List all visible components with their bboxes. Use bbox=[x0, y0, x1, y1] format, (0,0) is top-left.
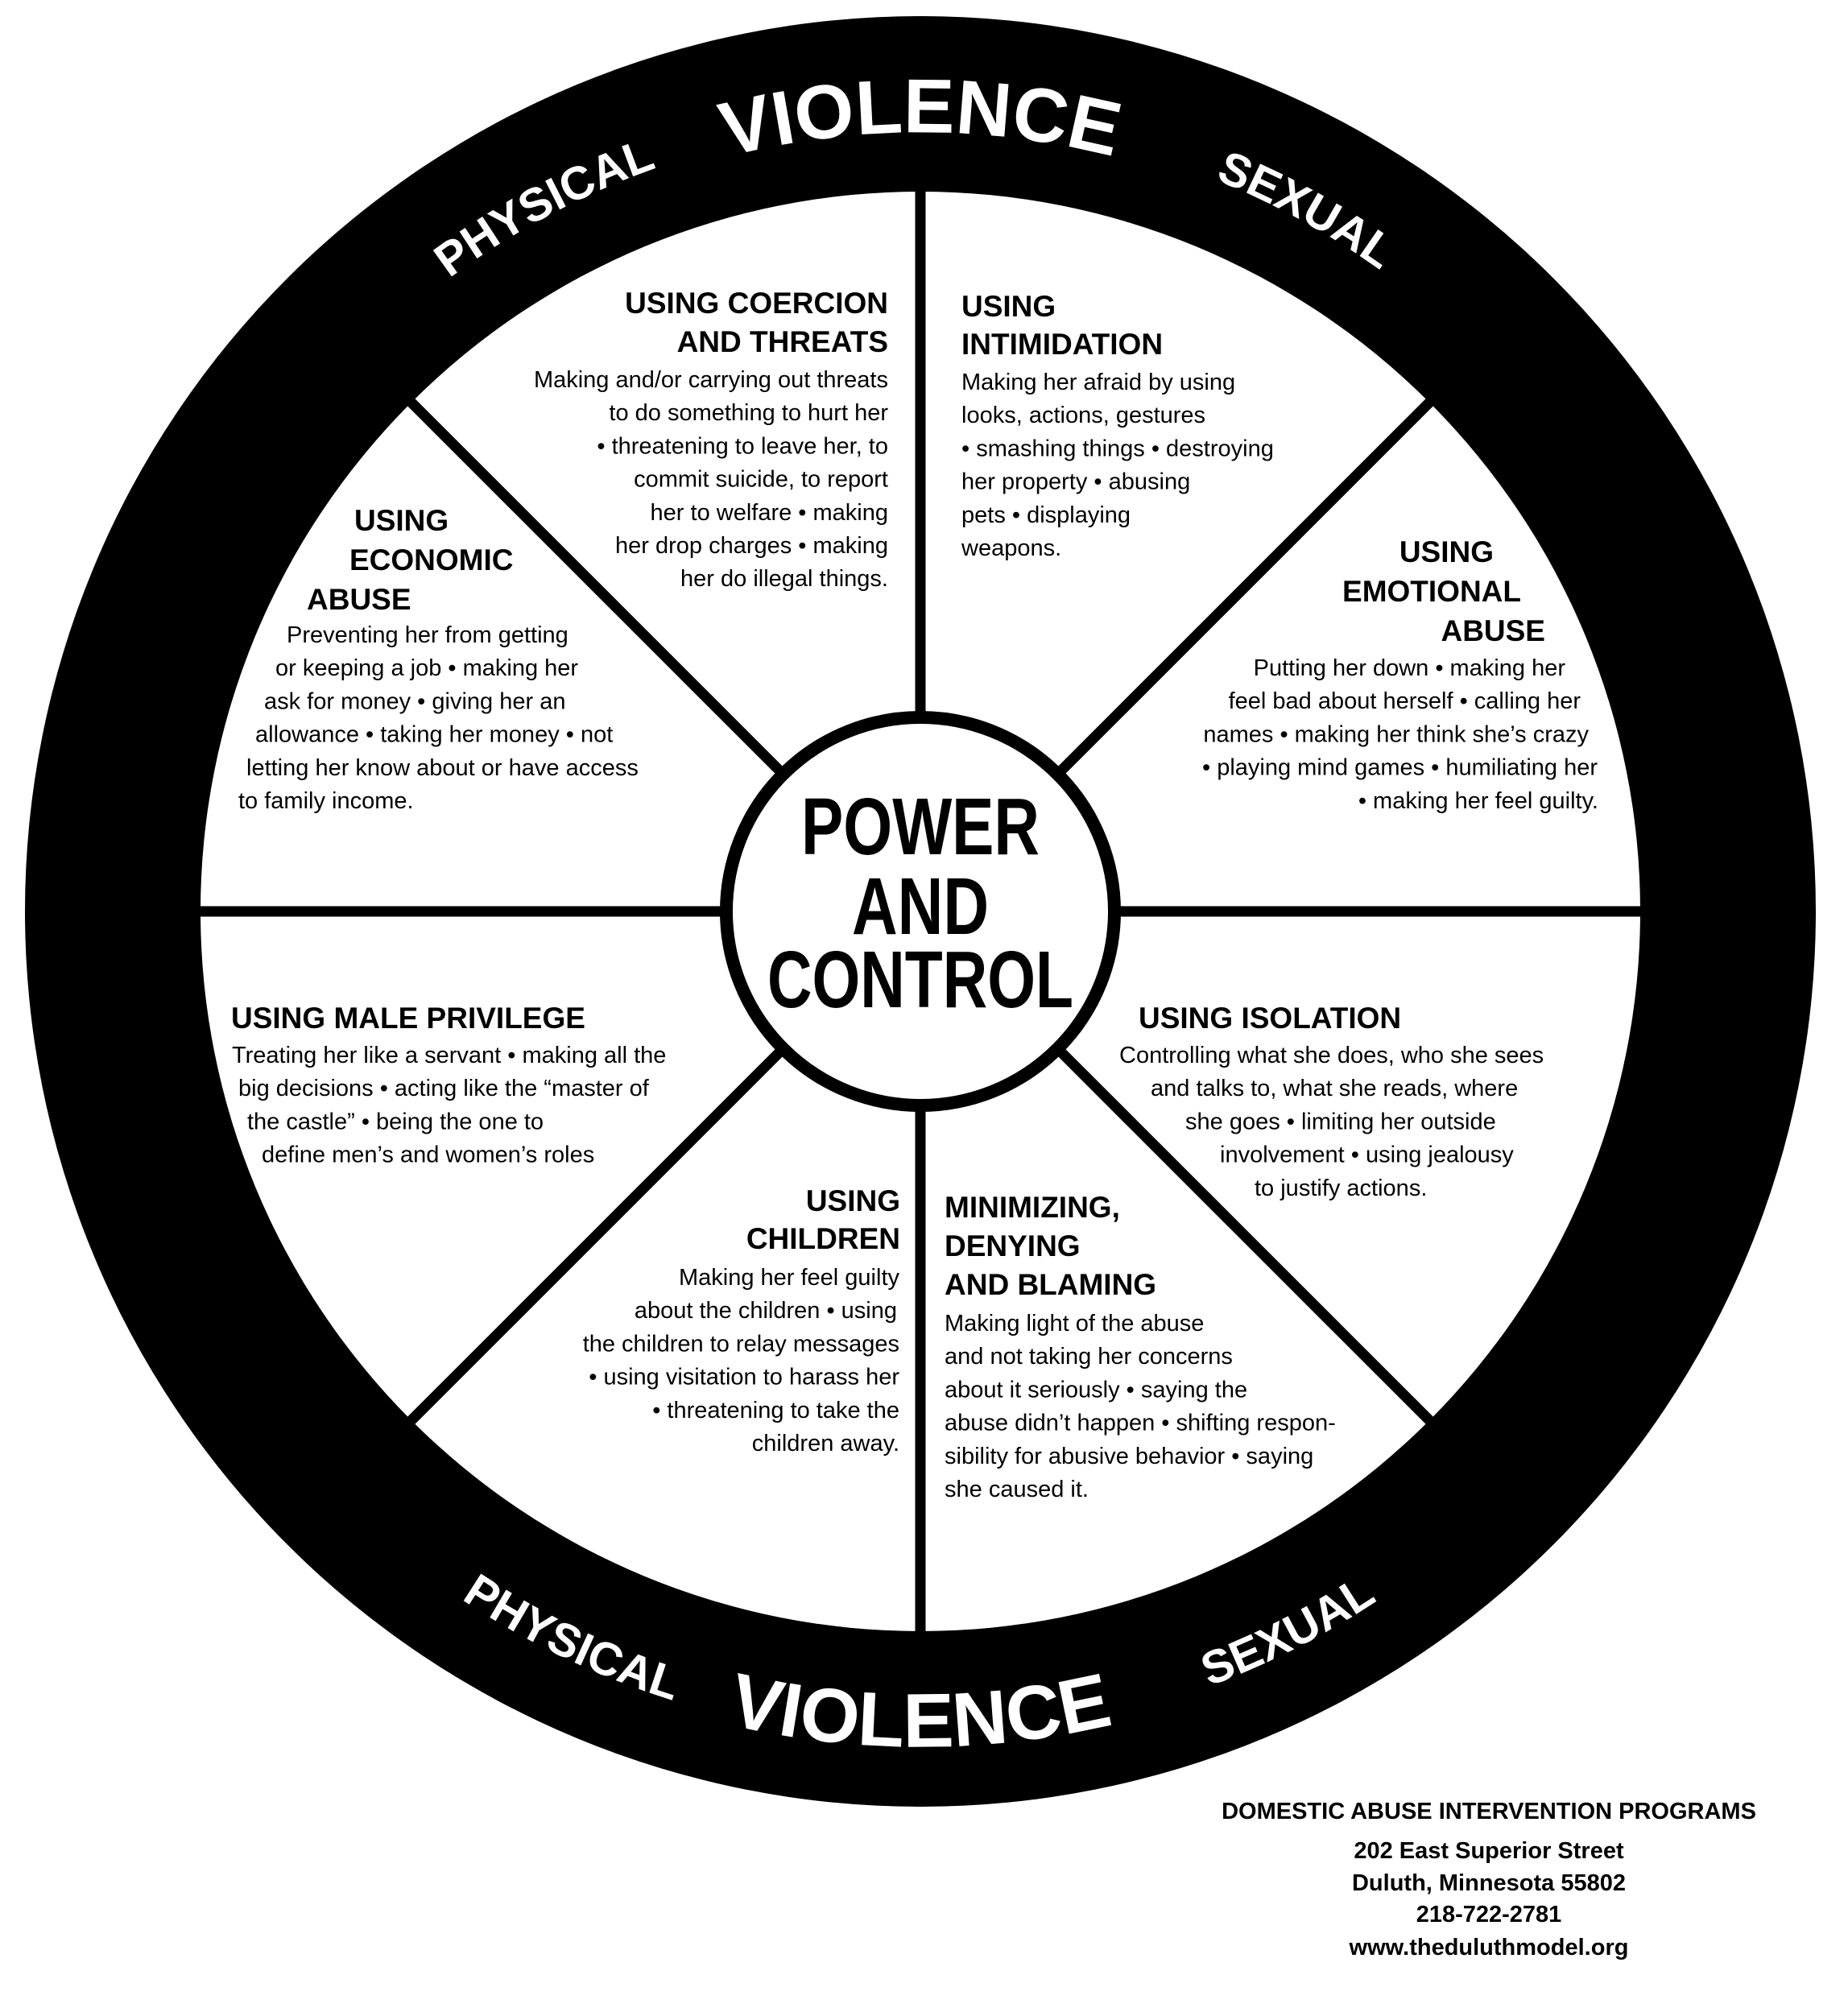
section-body-line: her property • abusing bbox=[961, 469, 1190, 495]
section-heading: USING COERCION bbox=[625, 287, 888, 320]
spoke bbox=[404, 1044, 788, 1427]
section-heading: ABUSE bbox=[307, 583, 411, 616]
section-body-line: allowance • taking her money • not bbox=[255, 722, 613, 748]
section-body-line: sibility for abusive behavior • saying bbox=[945, 1444, 1313, 1469]
section-body-line: Making light of the abuse bbox=[945, 1311, 1204, 1337]
hub-line-power: POWER bbox=[801, 782, 1040, 872]
section-body-line: and not taking her concerns bbox=[945, 1344, 1233, 1370]
hub-line-and: AND bbox=[852, 861, 989, 952]
section-body-line: • playing mind games • humiliating her bbox=[1202, 755, 1598, 781]
section-body-line: about the children • using bbox=[635, 1298, 897, 1324]
section-body-line: abuse didn’t happen • shifting respon- bbox=[945, 1411, 1336, 1436]
hub-line-control: CONTROL bbox=[767, 935, 1073, 1025]
section-heading: USING bbox=[961, 290, 1056, 323]
section-heading: AND THREATS bbox=[677, 325, 888, 358]
section-body-line: or keeping a job • making her bbox=[275, 655, 578, 681]
section-heading: CHILDREN bbox=[746, 1222, 900, 1255]
section-heading: USING bbox=[806, 1184, 900, 1217]
section-heading: USING MALE PRIVILEGE bbox=[231, 1002, 585, 1035]
section-economic-abuse: USING ECONOMIC ABUSE Preventing her from ge… bbox=[238, 504, 639, 814]
section-body-line: Treating her like a servant • making all… bbox=[232, 1043, 666, 1068]
section-body-line: Making her feel guilty bbox=[679, 1265, 900, 1291]
spoke bbox=[1053, 395, 1437, 779]
section-emotional-abuse: USING EMOTIONAL ABUSE Putting her down • ma… bbox=[1202, 535, 1598, 814]
section-coercion: USING COERCION AND THREATS Making and/or c… bbox=[534, 287, 888, 592]
section-body-line: commit suicide, to report bbox=[634, 467, 888, 493]
section-body-line: the castle” • being the one to bbox=[247, 1109, 544, 1134]
section-body-line: her do illegal things. bbox=[680, 566, 888, 592]
section-body-line: • making her feel guilty. bbox=[1358, 788, 1598, 814]
section-body-line: names • making her think she’s crazy bbox=[1203, 721, 1589, 747]
spokes bbox=[196, 187, 1645, 1636]
section-body-line: to family income. bbox=[238, 788, 414, 814]
section-body-line: feel bad about herself • calling her bbox=[1229, 688, 1581, 714]
section-body-line: looks, actions, gestures bbox=[961, 403, 1205, 428]
section-heading: MINIMIZING, bbox=[945, 1191, 1120, 1224]
section-body-line: • threatening to take the bbox=[652, 1398, 899, 1423]
section-body-line: • threatening to leave her, to bbox=[597, 433, 888, 459]
hub bbox=[720, 711, 1121, 1112]
section-body-line: • smashing things • destroying bbox=[961, 436, 1274, 461]
section-body-line: her drop charges • making bbox=[615, 533, 888, 559]
section-body-line: her to welfare • making bbox=[651, 500, 888, 526]
section-heading: AND BLAMING bbox=[945, 1268, 1156, 1301]
footer: DOMESTIC ABUSE INTERVENTION PROGRAMS 202… bbox=[1222, 1799, 1756, 1960]
footer-street: 202 East Superior Street bbox=[1354, 1838, 1624, 1864]
section-body-line: Making her afraid by using bbox=[961, 370, 1235, 395]
section-heading: EMOTIONAL bbox=[1342, 575, 1521, 608]
section-children: USING CHILDREN Making her feel guilty about… bbox=[583, 1184, 900, 1456]
section-heading: INTIMIDATION bbox=[961, 328, 1163, 361]
section-body-line: ask for money • giving her an bbox=[264, 688, 565, 714]
section-body-line: about it seriously • saying the bbox=[945, 1377, 1247, 1403]
section-minimizing: MINIMIZING, DENYING AND BLAMING Making ligh… bbox=[945, 1191, 1336, 1502]
section-body-line: to justify actions. bbox=[1255, 1175, 1427, 1201]
section-body-line: the children to relay messages bbox=[583, 1331, 899, 1357]
section-body-line: define men’s and women’s roles bbox=[262, 1142, 594, 1168]
footer-city: Duluth, Minnesota 55802 bbox=[1352, 1870, 1626, 1896]
section-male-privilege: USING MALE PRIVILEGE Treating her like a … bbox=[231, 1002, 666, 1168]
section-heading: DENYING bbox=[945, 1229, 1081, 1262]
footer-phone: 218-722-2781 bbox=[1416, 1902, 1562, 1927]
section-body-line: big decisions • acting like the “master … bbox=[238, 1076, 650, 1101]
section-body-line: children away. bbox=[752, 1431, 899, 1456]
section-body-line: involvement • using jealousy bbox=[1220, 1142, 1514, 1168]
section-body-line: Preventing her from getting bbox=[287, 622, 568, 648]
section-body-line: weapons. bbox=[961, 535, 1061, 561]
section-body-line: letting her know about or have access bbox=[246, 755, 639, 781]
footer-org: DOMESTIC ABUSE INTERVENTION PROGRAMS bbox=[1222, 1799, 1756, 1824]
spoke bbox=[1053, 1044, 1437, 1427]
spoke bbox=[404, 395, 788, 779]
section-heading: ABUSE bbox=[1441, 614, 1545, 647]
section-body-line: to do something to hurt her bbox=[609, 400, 888, 426]
section-intimidation: USING INTIMIDATION Making her afraid by us… bbox=[961, 290, 1274, 561]
section-heading: USING bbox=[354, 504, 449, 537]
section-heading: USING bbox=[1399, 535, 1494, 568]
section-body-line: • using visitation to harass her bbox=[589, 1365, 899, 1390]
section-body-line: pets • displaying bbox=[961, 502, 1131, 528]
section-body-line: she goes • limiting her outside bbox=[1185, 1109, 1496, 1134]
section-body-line: Making and/or carrying out threats bbox=[534, 367, 888, 393]
footer-website[interactable]: www.theduluthmodel.org bbox=[1349, 1935, 1629, 1960]
section-body-line: she caused it. bbox=[945, 1477, 1089, 1502]
section-isolation: USING ISOLATION Controlling what she does… bbox=[1119, 1002, 1544, 1201]
section-body-line: and talks to, what she reads, where bbox=[1151, 1076, 1518, 1101]
section-heading: USING ISOLATION bbox=[1139, 1002, 1401, 1035]
section-body-line: Putting her down • making her bbox=[1254, 655, 1566, 681]
section-heading: ECONOMIC bbox=[349, 543, 514, 576]
wheel-sections: USING COERCION AND THREATS Making and/or c… bbox=[231, 287, 1598, 1502]
section-body-line: Controlling what she does, who she sees bbox=[1119, 1043, 1544, 1068]
